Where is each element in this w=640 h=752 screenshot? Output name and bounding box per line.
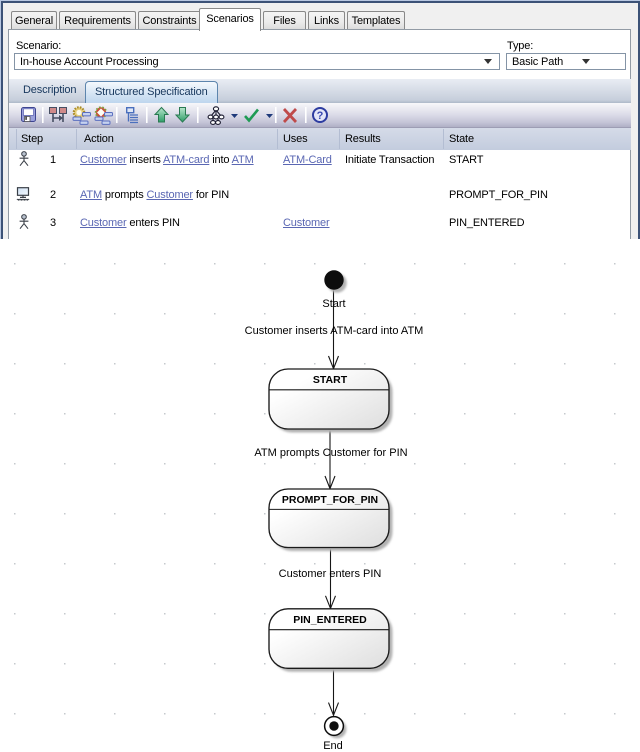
svg-text:?: ? — [317, 110, 324, 122]
svg-text:End: End — [323, 740, 343, 752]
svg-text:ATM prompts Customer for PIN: ATM prompts Customer for PIN — [254, 447, 407, 459]
svg-text:Customer inserts ATM-card into: Customer inserts ATM-card into ATM — [245, 325, 424, 337]
svg-text:Start: Start — [322, 298, 345, 310]
svg-text:START: START — [313, 374, 348, 386]
svg-text:PROMPT_FOR_PIN: PROMPT_FOR_PIN — [282, 494, 378, 506]
svg-text:Customer enters PIN: Customer enters PIN — [279, 568, 382, 580]
svg-text:PIN_ENTERED: PIN_ENTERED — [293, 614, 367, 626]
